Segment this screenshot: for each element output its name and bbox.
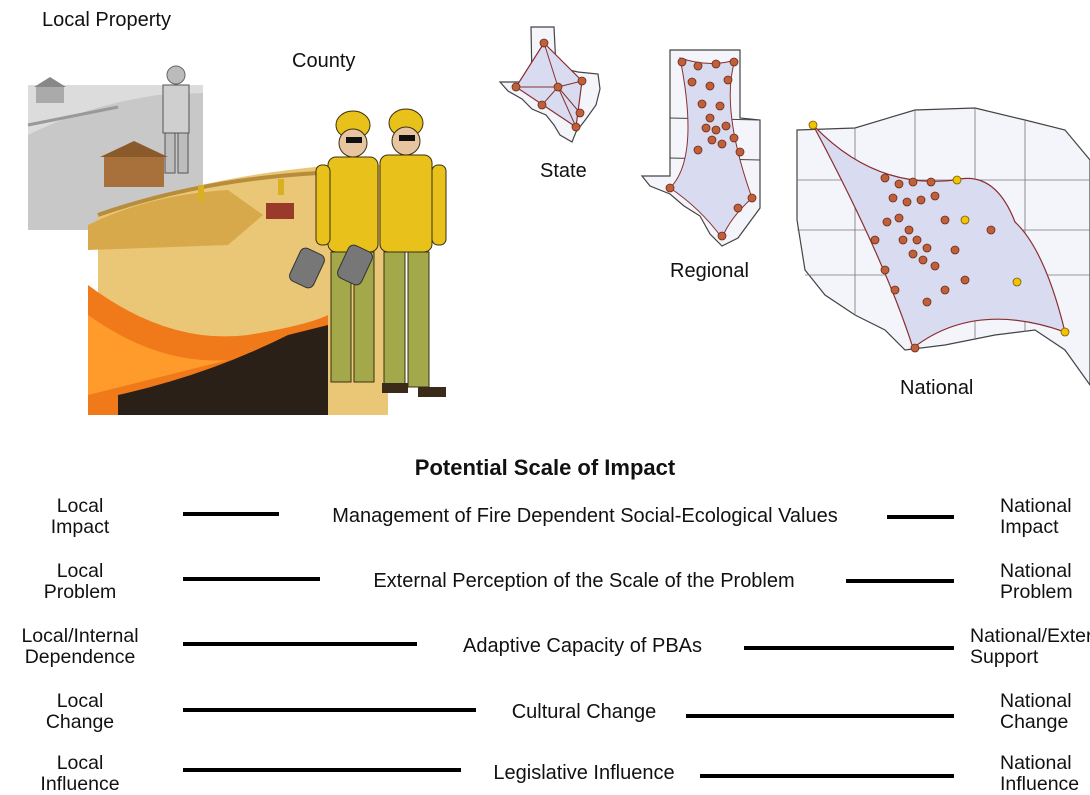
row-right-label: National Problem — [1000, 560, 1073, 603]
row-left-label: Local Impact — [50, 495, 110, 538]
row-left-connector — [183, 512, 279, 516]
local-property-label: Local Property — [42, 9, 171, 31]
national-label: National — [900, 377, 974, 399]
row-center-label: Legislative Influence — [493, 762, 675, 784]
state-label: State — [540, 160, 587, 182]
row-right-label: National/External Support — [970, 625, 1090, 668]
row-left-label: Local/Internal Dependence — [21, 625, 139, 668]
row-left-connector — [183, 708, 476, 712]
row-right-label: National Influence — [1000, 752, 1080, 795]
row-right-connector — [700, 774, 954, 778]
row-left-label: Local Problem — [43, 560, 117, 603]
row-right-connector — [846, 579, 954, 583]
row-left-label: Local Change — [45, 690, 115, 733]
row-center-label: Cultural Change — [511, 701, 657, 723]
row-center-label: Management of Fire Dependent Social-Ecol… — [332, 505, 838, 527]
row-left-connector — [183, 577, 320, 581]
row-left-connector — [183, 642, 417, 646]
county-illustration — [88, 108, 447, 415]
regional-label: Regional — [670, 260, 749, 282]
row-right-connector — [744, 646, 954, 650]
row-right-connector — [887, 515, 954, 519]
county-label: County — [292, 50, 356, 72]
regional-map — [640, 49, 761, 247]
row-right-connector — [686, 714, 954, 718]
national-map — [796, 107, 1090, 387]
row-right-label: National Change — [1000, 690, 1072, 733]
row-center-label: Adaptive Capacity of PBAs — [462, 635, 702, 657]
row-left-label: Local Influence — [40, 752, 120, 795]
row-left-connector — [183, 768, 461, 772]
row-center-label: External Perception of the Scale of the … — [373, 570, 795, 592]
state-map — [498, 26, 601, 143]
row-right-label: National Impact — [1000, 495, 1072, 538]
diagram-title: Potential Scale of Impact — [414, 455, 676, 480]
